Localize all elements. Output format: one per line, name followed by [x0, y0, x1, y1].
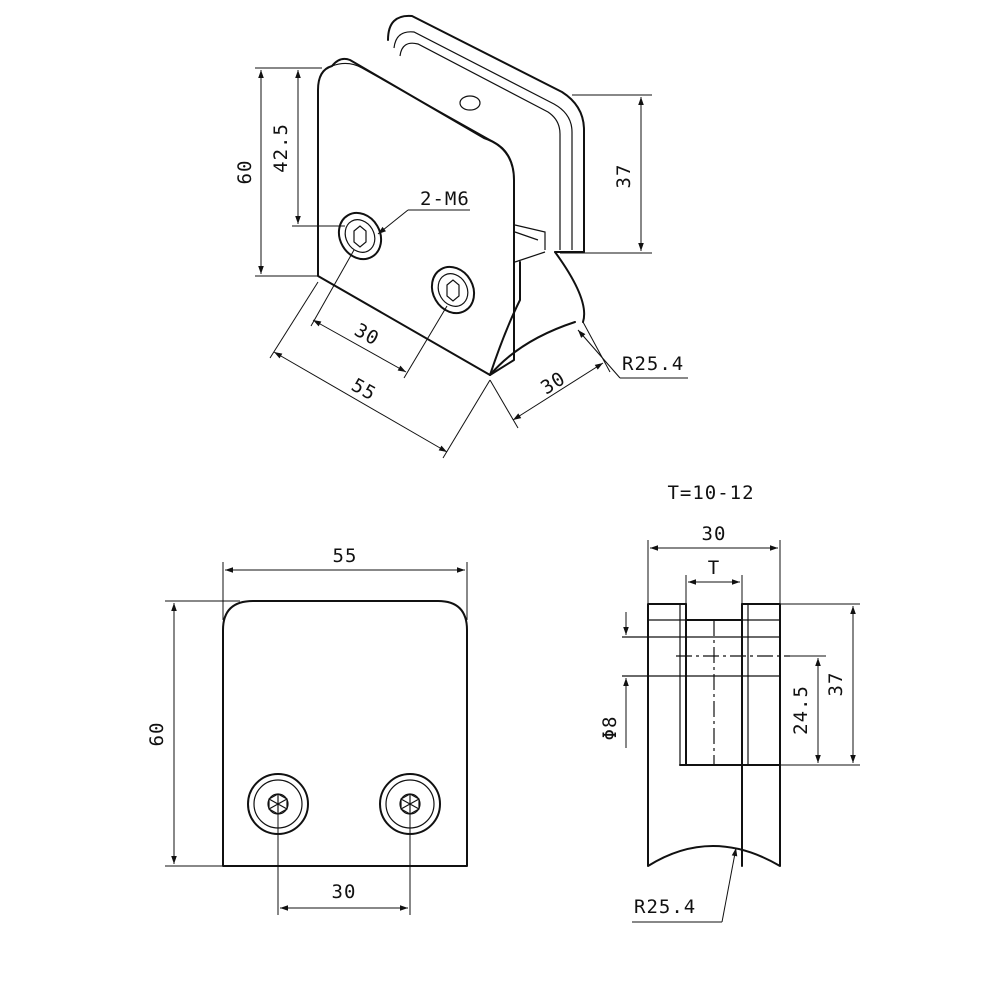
side-glass-thickness-note: T=10-12	[667, 482, 754, 504]
front-dim-hole-spacing: 30	[277, 804, 411, 915]
iso-body-curve	[489, 251, 586, 376]
iso-screw-2	[430, 265, 476, 315]
iso-glass-slot	[514, 224, 546, 263]
hex-socket-icon	[353, 225, 367, 248]
side-dim-slot: T	[685, 557, 743, 604]
iso-dim-width-label: 55	[348, 374, 380, 405]
iso-back-hole	[459, 95, 481, 111]
iso-back-plate	[387, 14, 585, 253]
iso-dim-depth: 30	[489, 321, 611, 429]
iso-front-plate	[317, 57, 515, 376]
front-view: 55 60 30	[146, 545, 468, 915]
iso-front-plate-edge	[331, 62, 515, 181]
side-dim-pipe-radius-label: R25.4	[634, 896, 696, 918]
front-dim-height: 60	[146, 600, 240, 867]
iso-dim-clamp-height-label: 37	[613, 164, 635, 189]
iso-back-plate-inner	[393, 31, 573, 250]
iso-dim-pipe-radius: R25.4	[577, 329, 688, 379]
iso-dim-thread-label: 2-M6	[420, 188, 470, 210]
iso-dim-hole-height: 42.5	[270, 70, 345, 227]
side-dim-hole-height-label: 24.5	[790, 685, 812, 735]
front-dim-hole-spacing-label: 30	[332, 881, 357, 903]
iso-dim-clamp-height: 37	[560, 94, 652, 254]
side-dim-pipe-radius: R25.4	[632, 847, 738, 923]
side-dim-width: 30	[647, 523, 781, 604]
iso-dim-hole-spacing-label: 30	[351, 319, 383, 350]
iso-dim-depth-label: 30	[537, 367, 570, 399]
side-dim-hole-height: 24.5	[780, 655, 826, 766]
front-plate-outline	[222, 600, 468, 867]
iso-dim-height-60: 60	[234, 67, 322, 277]
front-dim-width-label: 55	[333, 545, 358, 567]
iso-dim-pipe-radius-label: R25.4	[622, 353, 684, 375]
iso-dim-hole-spacing: 30	[310, 249, 448, 379]
side-dim-clamp-height: 37	[780, 603, 860, 766]
iso-screw-1	[337, 211, 383, 261]
hex-socket-icon	[446, 279, 460, 302]
iso-dim-height-60-label: 60	[234, 160, 256, 185]
side-view: T=10-12 30 T	[599, 482, 860, 923]
front-dim-height-label: 60	[146, 722, 168, 747]
iso-dim-hole-height-label: 42.5	[270, 123, 292, 173]
iso-pipe-saddle	[489, 321, 576, 376]
iso-back-plate-inner-2	[399, 42, 561, 250]
isometric-view: 60 42.5 2-M6 30 55	[234, 14, 688, 459]
iso-dim-thread: 2-M6	[377, 188, 470, 235]
side-dim-clamp-height-label: 37	[825, 672, 847, 697]
side-dim-hole-diameter: Φ8	[599, 612, 629, 748]
iso-dim-width: 55	[269, 281, 491, 459]
front-dim-width: 55	[222, 545, 468, 620]
side-dim-slot-label: T	[708, 557, 720, 579]
side-dim-width-label: 30	[702, 523, 727, 545]
side-dim-hole-diameter-label: Φ8	[599, 716, 621, 741]
